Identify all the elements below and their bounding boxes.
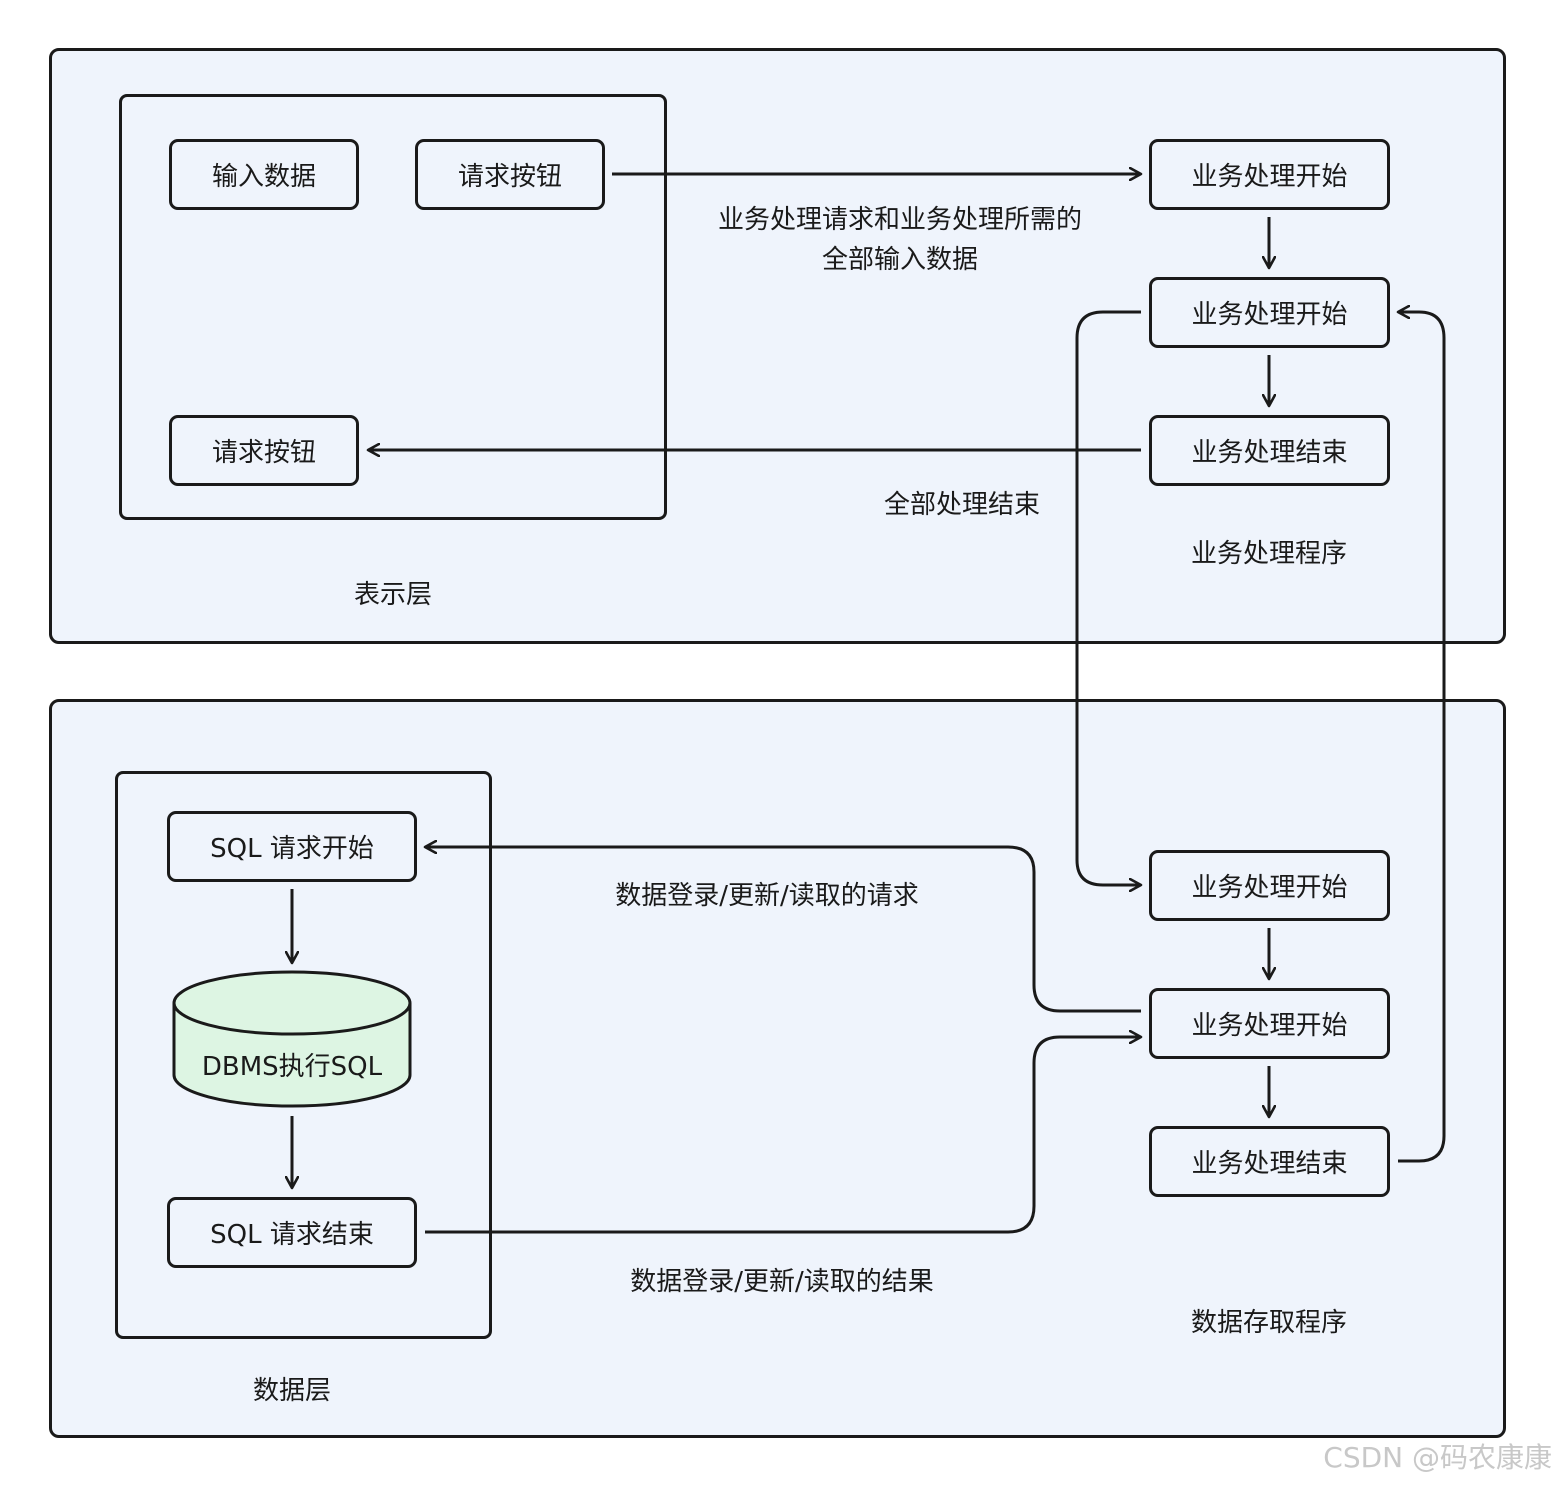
data-access-start-node-1[interactable]: 业务处理开始	[1149, 850, 1390, 921]
business-end-node[interactable]: 业务处理结束	[1149, 415, 1390, 486]
request-button-node-2[interactable]: 请求按钮	[169, 415, 359, 486]
database-cylinder-icon	[172, 970, 412, 1108]
edge-label-data-request: 数据登录/更新/读取的请求	[615, 881, 919, 911]
business-program-title: 业务处理程序	[1190, 539, 1348, 569]
input-data-node[interactable]: 输入数据	[169, 139, 359, 210]
dbms-execute-sql-label: DBMS执行SQL	[201, 1052, 383, 1082]
edge-sql-to-data-access	[425, 1037, 1141, 1234]
edge-data-access-to-sql	[425, 847, 1141, 1013]
business-start-node-1[interactable]: 业务处理开始	[1149, 139, 1390, 210]
data-access-end-node[interactable]: 业务处理结束	[1149, 1126, 1390, 1197]
sql-request-end-node[interactable]: SQL 请求结束	[167, 1197, 417, 1268]
data-access-program-title: 数据存取程序	[1190, 1308, 1348, 1338]
presentation-layer-title: 表示层	[353, 580, 433, 610]
watermark: CSDN @码农康康	[1323, 1441, 1552, 1474]
edge-business-to-data-access	[1075, 310, 1141, 885]
data-access-start-node-2[interactable]: 业务处理开始	[1149, 988, 1390, 1059]
data-layer-group	[115, 771, 492, 1339]
business-start-node-2[interactable]: 业务处理开始	[1149, 277, 1390, 348]
presentation-layer-group	[119, 94, 667, 520]
edge-label-all-done: 全部处理结束	[883, 490, 1041, 520]
edge-label-data-result: 数据登录/更新/读取的结果	[630, 1267, 934, 1297]
sql-request-start-node[interactable]: SQL 请求开始	[167, 811, 417, 882]
data-layer-title: 数据层	[252, 1376, 332, 1406]
edge-label-request-line2: 全部输入数据	[821, 245, 979, 275]
edge-label-request-line1: 业务处理请求和业务处理所需的	[717, 205, 1083, 235]
edge-label-request: 业务处理请求和业务处理所需的 全部输入数据	[718, 200, 1082, 280]
request-button-node[interactable]: 请求按钮	[415, 139, 605, 210]
edge-data-access-to-business	[1398, 312, 1446, 1163]
